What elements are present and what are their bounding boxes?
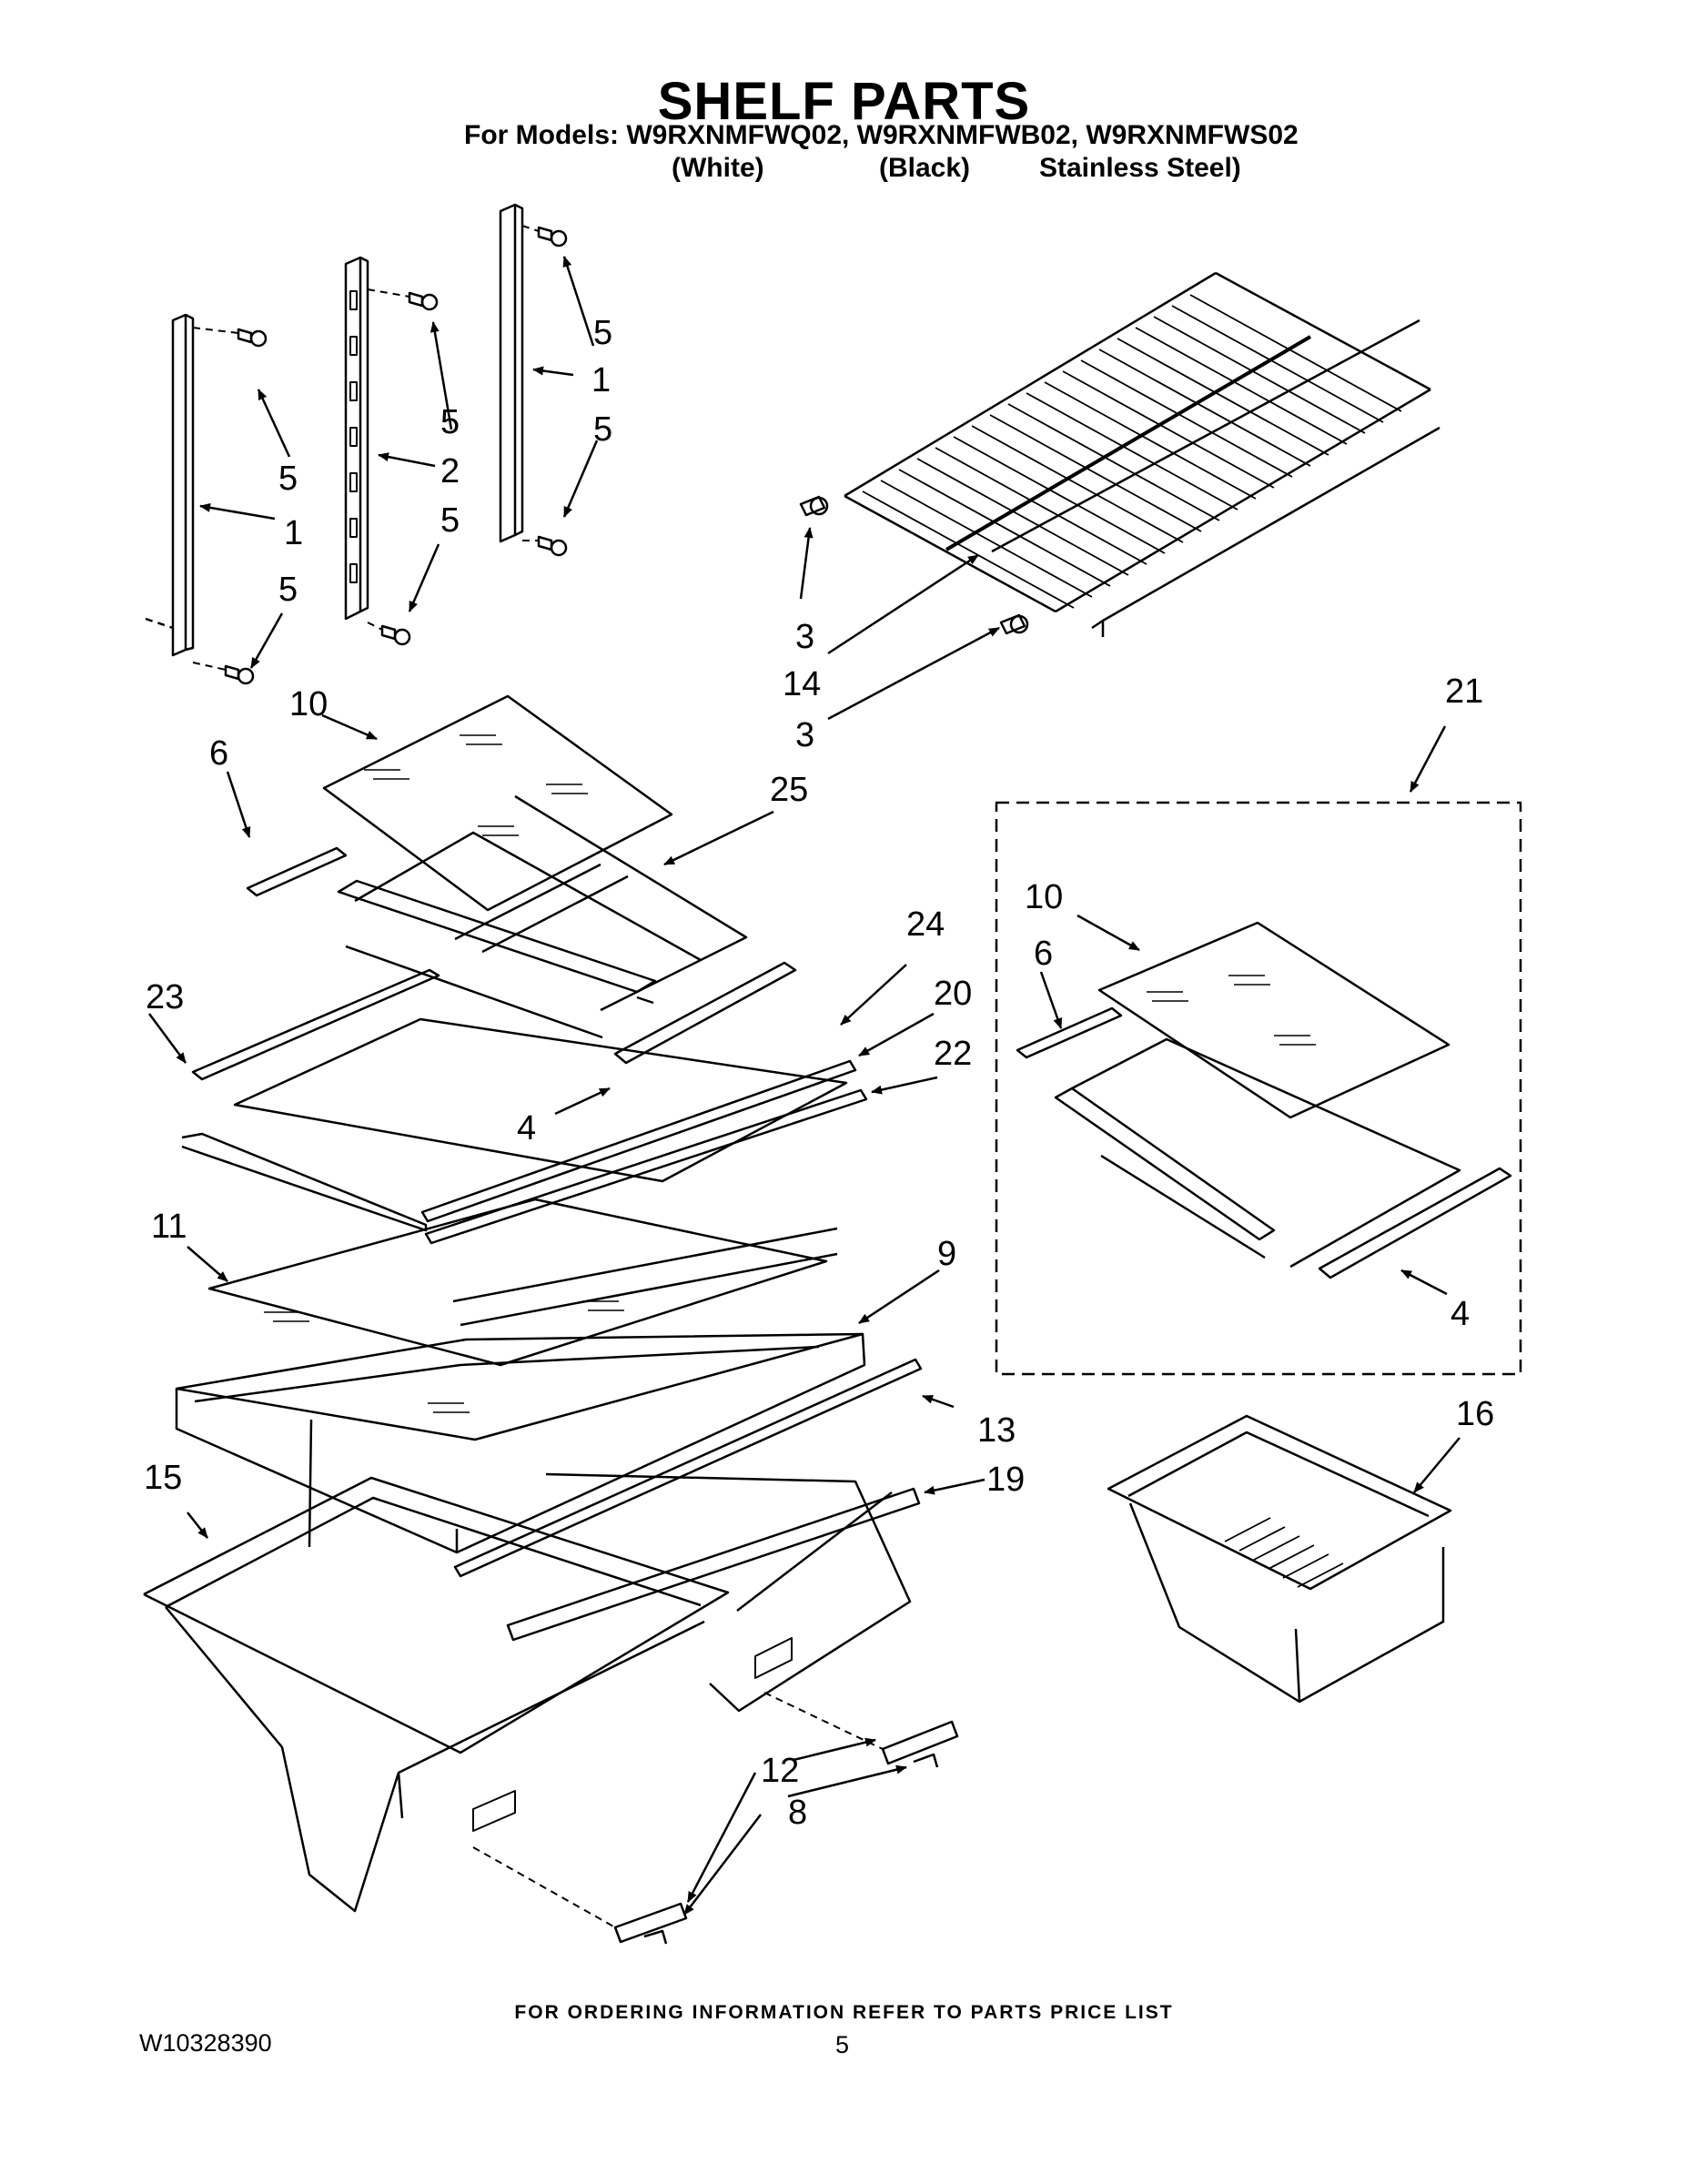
callout-4: 4 — [1450, 1295, 1470, 1333]
callout-10: 10 — [289, 685, 328, 723]
callout-labels: 5 1 5 2 5 5 1 5 5 3 14 3 10 6 25 21 10 6… — [144, 314, 1494, 1832]
callout-5: 5 — [440, 403, 460, 441]
crisper-drawer-right — [545, 1472, 912, 1713]
models-line: For Models: W9RXNMFWQ02, W9RXNMFWB02, W9… — [464, 120, 1299, 150]
kit-glass-shelf — [1097, 921, 1450, 1119]
kit-slide-frame — [1054, 1037, 1461, 1269]
shelf-rail-left — [145, 313, 195, 657]
glass-shelf-top — [322, 694, 673, 912]
callout-2: 2 — [440, 452, 460, 490]
callout-3: 3 — [795, 618, 814, 656]
callout-23: 23 — [146, 978, 184, 1016]
callout-14: 14 — [783, 665, 821, 703]
page-title: SHELF PARTS — [657, 72, 1031, 131]
callout-5: 5 — [440, 501, 460, 540]
leader-lines — [147, 256, 1461, 1916]
deli-drawer — [1107, 1414, 1452, 1704]
callout-20: 20 — [934, 975, 972, 1013]
callout-1: 1 — [284, 514, 303, 552]
callout-5: 5 — [593, 410, 612, 449]
crisper-drawer-trim — [506, 1487, 921, 1642]
shelf-end-cap — [246, 846, 348, 897]
crisper-cover-frame — [175, 1227, 866, 1554]
shelf-trim-rear — [420, 1059, 857, 1223]
crisper-cover-trim — [453, 1358, 923, 1578]
glass-shelf-crisper — [207, 1198, 828, 1413]
shelf-trim-front — [191, 968, 440, 1081]
callout-24: 24 — [906, 905, 945, 944]
screw-icon — [224, 226, 568, 685]
callout-5: 5 — [593, 314, 612, 352]
callout-21: 21 — [1445, 672, 1483, 711]
callout-13: 13 — [977, 1411, 1016, 1450]
shelf-peg-icon — [799, 495, 1029, 635]
finish-black: (Black) — [879, 153, 971, 183]
callout-8: 8 — [788, 1794, 807, 1832]
callout-22: 22 — [934, 1035, 972, 1073]
callout-25: 25 — [770, 771, 808, 809]
kit-boundary — [995, 801, 1522, 1376]
callout-12: 12 — [761, 1752, 799, 1790]
callout-5: 5 — [278, 571, 298, 609]
shelf-trim-lower — [424, 1088, 868, 1245]
lower-shelf-frame — [181, 1132, 428, 1232]
callout-10: 10 — [1025, 878, 1063, 916]
crisper-drawer-left — [143, 1419, 730, 1913]
callout-1: 1 — [591, 361, 611, 399]
callout-9: 9 — [937, 1235, 956, 1273]
page-number: 5 — [835, 2031, 850, 2058]
callout-15: 15 — [144, 1459, 182, 1497]
callout-19: 19 — [986, 1461, 1025, 1499]
finish-white: (White) — [672, 153, 764, 183]
callout-6: 6 — [209, 734, 228, 773]
callout-16: 16 — [1456, 1395, 1494, 1433]
ordering-note: FOR ORDERING INFORMATION REFER TO PARTS … — [514, 2002, 1174, 2023]
slide-out-shelf-frame — [337, 794, 748, 1039]
shelf-rail-right — [499, 203, 524, 543]
clip-icon — [613, 1720, 959, 1945]
kit-end-cap — [1016, 1006, 1123, 1059]
document-number: W10328390 — [139, 2029, 272, 2057]
shelf-rail-middle — [344, 256, 369, 621]
slide-rail-bracket — [613, 961, 797, 1065]
wire-shelf — [844, 271, 1440, 637]
kit-slide-rail-bracket — [1318, 1167, 1512, 1279]
callout-6: 6 — [1034, 935, 1053, 973]
callout-11: 11 — [151, 1208, 187, 1246]
callout-4: 4 — [517, 1109, 536, 1148]
callout-3: 3 — [795, 716, 814, 754]
callout-5: 5 — [278, 460, 298, 498]
glass-shelf-middle — [233, 1017, 848, 1183]
finish-stainless: Stainless Steel) — [1039, 153, 1241, 183]
